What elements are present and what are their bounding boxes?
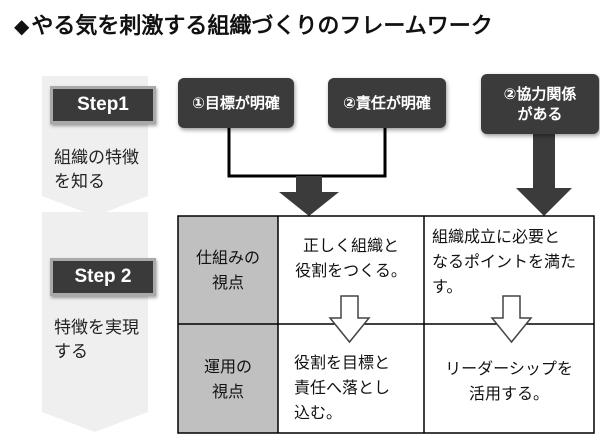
page-title: ◆やる気を刺激する組織づくりのフレームワーク (14, 8, 493, 40)
grid-header-line: 仕組みの (195, 248, 260, 267)
grid-header-line: 運用の (203, 356, 252, 376)
feature-pill-responsibility: ②責任が明確 (328, 78, 446, 128)
grid-cell-mechanism-structure: 正しく組織と 役割をつくる。 (278, 222, 424, 294)
step1-description-line: 組織の特徴 (54, 148, 139, 168)
grid-cell-line: 役割をつくる。 (295, 261, 407, 280)
grid-cell-line: なるポイントを満た (432, 251, 577, 271)
feature-pill-label: ②責任が明確 (343, 94, 431, 112)
big-down-arrow-1 (279, 176, 339, 216)
feature-pill-cooperation: ②協力関係 がある (481, 74, 599, 134)
grid-header-line: 視点 (211, 273, 244, 292)
step1-description-line: を知る (54, 172, 105, 192)
grid-cell-mechanism-points: 組織成立に必要と なるポイントを満た す。 (424, 220, 594, 302)
grid-cell-line: す。 (432, 276, 463, 296)
grid-row-header-operation: 運用の 視点 (178, 324, 278, 433)
grid-cell-line: 組織成立に必要と (432, 226, 561, 246)
step1-description: 組織の特徴 を知る (54, 146, 164, 194)
page-title-text: やる気を刺激する組織づくりのフレームワーク (31, 14, 493, 39)
grid-cell-operation-leadership: リーダーシップを 活用する。 (424, 346, 594, 416)
grid-cell-line: 込む。 (294, 402, 343, 422)
grid-cell-line: リーダーシップを (445, 359, 573, 378)
grid-cell-line: 役割を目標と (294, 352, 391, 372)
feature-pill-label: がある (517, 105, 563, 123)
connector-line-1 (227, 126, 387, 178)
step2-description-line: 特徴を実現 (54, 318, 139, 338)
grid-cell-line: 責任へ落とし (294, 377, 391, 397)
grid-header-fill-1 (178, 216, 278, 324)
diamond-icon: ◆ (14, 14, 30, 38)
grid-header-line: 視点 (211, 381, 244, 401)
grid-cell-line: 正しく組織と (302, 236, 399, 255)
grid-header-fill-2 (178, 324, 278, 433)
step2-badge: Step 2 (50, 258, 156, 296)
grid-cell-line: 活用する。 (468, 384, 549, 403)
feature-pill-goal: ①目標が明確 (178, 78, 294, 128)
feature-pill-label: ①目標が明確 (192, 94, 280, 112)
step1-badge: Step1 (50, 86, 156, 124)
grid-cell-operation-roles: 役割を目標と 責任へ落とし 込む。 (278, 344, 424, 430)
grid-row-header-mechanism: 仕組みの 視点 (178, 216, 278, 324)
step2-description: 特徴を実現 する (54, 316, 164, 364)
step2-description-line: する (54, 342, 88, 362)
feature-pill-label: ②協力関係 (503, 85, 577, 103)
big-down-arrow-2 (516, 134, 572, 216)
hollow-down-arrow-2 (490, 295, 533, 344)
hollow-down-arrow-1 (328, 295, 371, 344)
